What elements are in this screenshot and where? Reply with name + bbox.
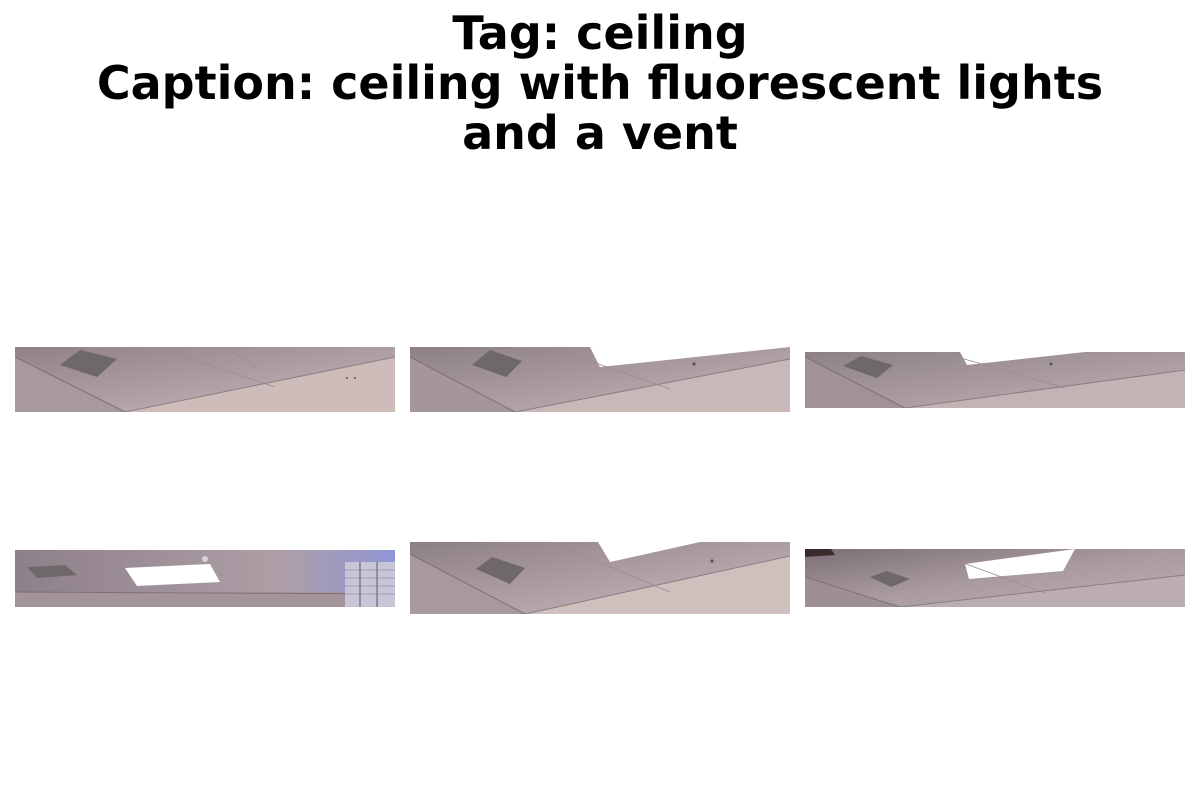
ceiling-photo-1-image xyxy=(15,347,395,412)
ceiling-photo-6-image xyxy=(805,549,1185,607)
ceiling-photo-5-image xyxy=(410,542,790,614)
ceiling-photo-4 xyxy=(15,550,395,607)
ceiling-photo-6 xyxy=(805,549,1185,607)
caption-line: Caption: ceiling with fluorescent lights… xyxy=(96,56,1104,160)
ceiling-photo-3-image xyxy=(805,352,1185,408)
tag-line: Tag: ceiling xyxy=(452,6,748,60)
figure-title: Tag: ceiling Caption: ceiling with fluor… xyxy=(0,8,1200,158)
ceiling-photo-1 xyxy=(15,347,395,412)
ceiling-photo-2-image xyxy=(410,347,790,412)
ceiling-photo-2 xyxy=(410,347,790,412)
ceiling-photo-4-image xyxy=(15,550,395,607)
ceiling-photo-3 xyxy=(805,352,1185,408)
ceiling-photo-5 xyxy=(410,542,790,614)
